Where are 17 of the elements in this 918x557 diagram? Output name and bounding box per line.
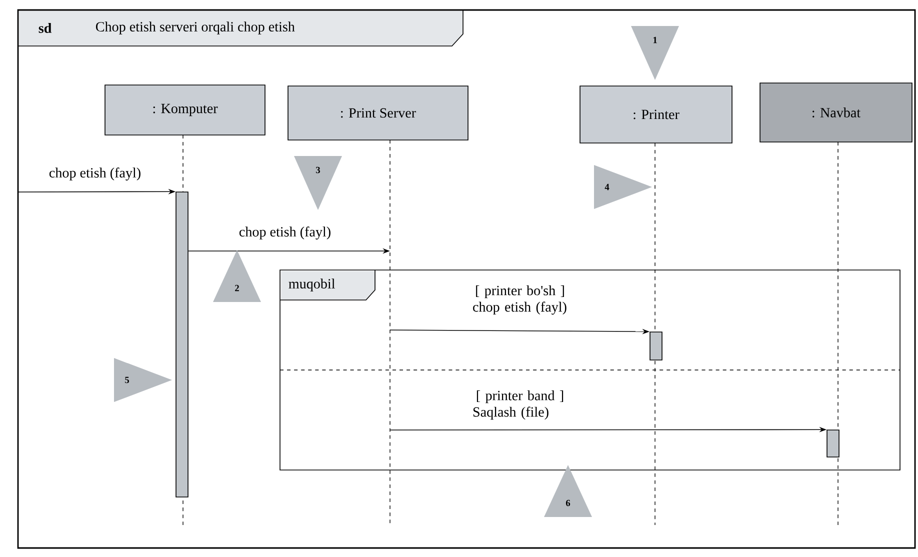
callout-number: 3 xyxy=(294,156,342,210)
edge-label: [ printer bo'sh ] chop etish (fayl) xyxy=(473,285,566,315)
activation-bar xyxy=(176,192,188,498)
callout-number: 5 xyxy=(114,358,172,402)
edge-label: chop etish (fayl) xyxy=(239,226,330,240)
lifeline-head: : Printer xyxy=(580,86,732,144)
edge-label: [ printer band ] Saqlash (file) xyxy=(473,390,564,420)
lifeline-head: : Print Server xyxy=(288,86,468,140)
activation-bar xyxy=(826,430,840,458)
activation-bar xyxy=(650,332,662,360)
callout-number: 4 xyxy=(594,165,652,209)
callout-number: 2 xyxy=(213,250,261,302)
callout-number: 6 xyxy=(544,465,592,517)
callout-number: 1 xyxy=(631,26,679,80)
lifeline-head: : Komputer xyxy=(104,84,266,136)
edge-label: chop etish (fayl) xyxy=(49,168,140,180)
lifeline-head: : Navbat xyxy=(760,82,912,142)
